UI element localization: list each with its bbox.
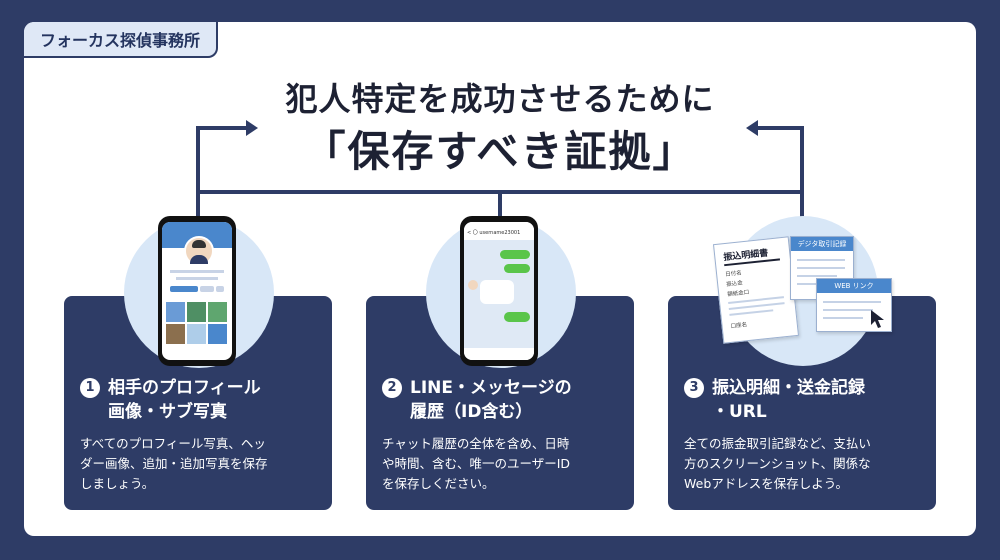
panel-title-line2: 履歴（ID含む） [410,402,533,422]
panel-desc-line3: を保存しください。 [382,476,495,491]
panel-desc-line2: や時間、含む、唯一のユーザーID [382,456,571,471]
panel-title-line2: 画像・サブ写真 [108,402,227,422]
panel-description: チャット履歴の全体を含め、日時 や時間、含む、唯一のユーザーID を保存しくださ… [382,434,618,494]
photo-thumbnail [208,302,227,322]
panel-title: 2 LINE・メッセージの履歴（ID含む） [382,376,618,424]
document-field-label: 額紙金口 [727,289,750,299]
avatar-icon [468,280,478,290]
profile-phone-illustration [158,216,236,366]
photo-thumbnail [187,302,206,322]
panel-desc-line2: ダー画像、追加・追加写真を保存 [80,456,268,471]
sent-message-bubble [504,264,530,273]
photo-thumbnail [166,302,185,322]
chat-phone-illustration: < 〇 username23001 [460,216,538,366]
web-link-card: WEB リンク [816,278,892,332]
panel-desc-line2: 方のスクリーンショット、関係な [684,456,871,471]
panel-desc-line1: チャット履歴の全体を含め、日時 [382,436,570,451]
panel-title: 1 相手のプロフィール画像・サブ写真 [80,376,316,424]
sent-message-bubble [504,312,530,322]
office-name-tag: フォーカス探偵事務所 [24,22,219,58]
panel-description: 全ての振金取引記録など、支払い 方のスクリーンショット、関係な Webアドレスを… [684,434,920,494]
panel-desc-line3: Webアドレスを保存しよう。 [684,476,849,491]
document-field-label: 口座名 [730,322,748,330]
received-message-bubble [480,280,514,304]
panel-desc-line1: すべてのプロフィール写真、ヘッ [80,436,266,451]
step-number-badge: 2 [382,378,402,398]
document-field-label: 日付名 [724,270,743,279]
photo-thumbnail [187,324,206,344]
headline-line2: 「保存すべき証拠」 [303,127,697,176]
transfer-statement-document: 振込明細書 日付名 振込金 額紙金口 口座名 [712,236,800,344]
panel-desc-line3: しましょう。 [80,476,155,491]
panel-title-line1: LINE・メッセージの [410,378,572,398]
panel-description: すべてのプロフィール写真、ヘッ ダー画像、追加・追加写真を保存 しましょう。 [80,434,316,494]
chat-input-bar [464,348,534,360]
panel-title-line1: 振込明細・送金記録 [712,378,865,398]
panel-title-line1: 相手のプロフィール [108,378,261,398]
panel-desc-line1: 全ての振金取引記録など、支払い [684,436,871,451]
step-number-badge: 3 [684,378,704,398]
chat-header: < 〇 username23001 [464,222,534,240]
sent-message-bubble [500,250,530,259]
headline-line1: 犯人特定を成功させるために [285,80,715,118]
panel-title-line2: ・URL [712,402,767,422]
document-title: WEB リンク [817,279,891,293]
step-number-badge: 1 [80,378,100,398]
cursor-icon [871,310,884,328]
photo-thumbnail [208,324,227,344]
avatar-icon [184,236,214,266]
photo-thumbnail [166,324,185,344]
panel-title: 3 振込明細・送金記録・URL [684,376,920,424]
document-field-label: 振込金 [726,280,744,289]
document-title: デジタ取引記録 [791,237,853,251]
